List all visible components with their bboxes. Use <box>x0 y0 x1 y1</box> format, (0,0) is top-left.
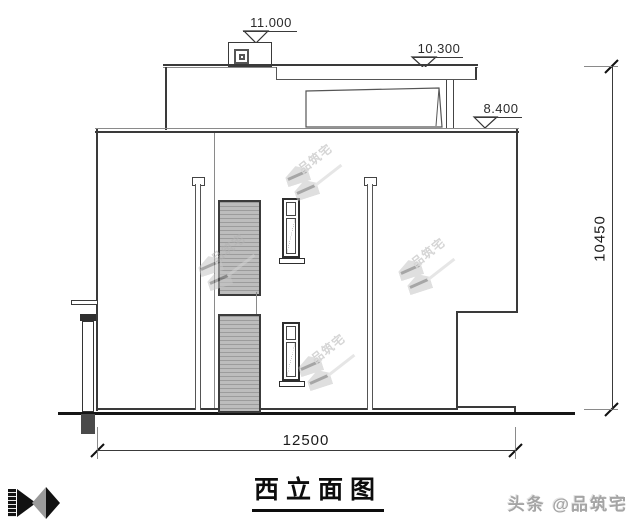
penthouse-roof-fascia <box>276 67 477 80</box>
window-lower-sill <box>279 381 305 387</box>
watermark-brand-text: 品筑宅 <box>408 235 449 271</box>
elevation-label-11000: 11.000 <box>250 15 292 30</box>
dim-label-width: 12500 <box>282 432 330 449</box>
elevation-leader-8400 <box>474 117 522 118</box>
watermark-brand-text: 品筑宅 <box>308 331 349 367</box>
elevation-triangle-8400 <box>472 116 499 129</box>
elevation-leader-10300 <box>412 57 463 58</box>
dim-ext-line-top-right <box>584 66 618 67</box>
dim-label-height: 10450 <box>591 215 609 262</box>
drawing-title: 西立面图 <box>252 470 384 512</box>
parapet-bottom-line <box>95 131 519 133</box>
dim-line-right <box>612 66 613 410</box>
footer-credit-watermark: 头条 @品筑宅 <box>507 495 628 514</box>
watermark-brand-text: 品筑宅 <box>295 141 336 177</box>
window-upper <box>282 198 300 258</box>
watermark-logo-icon <box>396 257 424 282</box>
watermark-logo-icon <box>305 367 333 392</box>
window-lower-bottom-pane <box>286 342 296 377</box>
roof-support-wall <box>446 80 454 129</box>
watermark-logo-icon <box>296 353 324 378</box>
watermark-logo-icon <box>405 271 433 296</box>
building-base-line <box>96 408 458 410</box>
penthouse-left-wall <box>165 67 167 130</box>
vent-icon <box>234 49 249 64</box>
dim-ext-line-right <box>515 427 516 459</box>
platform-top-line <box>456 406 516 408</box>
wall-plane-change-line <box>214 133 215 410</box>
watermark-subtext-bar <box>426 257 456 282</box>
brand-logo <box>8 487 60 519</box>
column-shaft <box>82 321 94 412</box>
elevation-label-10300: 10.300 <box>417 41 461 56</box>
penthouse-roof-coping-line <box>163 64 478 66</box>
watermark-logo-icon <box>283 163 311 188</box>
downpipe-left <box>195 184 201 410</box>
window-upper-top-pane <box>286 202 296 216</box>
window-lower-top-pane <box>286 326 296 340</box>
elevation-label-8400: 8.400 <box>483 101 519 116</box>
elevation-leader-11000 <box>243 31 297 32</box>
right-wall-lower <box>456 311 458 410</box>
parapet-top-line <box>95 128 519 129</box>
louver-panel-lower <box>218 314 261 413</box>
platform-right-edge <box>514 406 516 414</box>
right-wall-upper <box>516 129 518 313</box>
sloped-roof-edge-line <box>435 87 440 127</box>
side-canopy <box>71 300 98 305</box>
left-wall <box>96 129 98 411</box>
window-upper-bottom-pane <box>286 218 296 254</box>
watermark-3: 品筑宅 <box>396 235 468 296</box>
column-footing <box>81 414 95 434</box>
dim-line-bottom <box>97 450 516 451</box>
watermark-subtext-bar <box>313 163 343 188</box>
ground-line <box>58 412 575 415</box>
downpipe-right <box>367 184 373 410</box>
dim-ext-line-bottom-right <box>584 409 618 410</box>
watermark-subtext-bar <box>326 353 356 378</box>
dim-ext-line-left <box>97 427 98 459</box>
sloped-roof-panel <box>305 87 443 128</box>
logo-text-strip <box>8 489 16 517</box>
watermark-4: 品筑宅 <box>296 331 368 392</box>
spandrel-edge-line <box>256 292 257 314</box>
louver-panel-upper <box>218 200 261 296</box>
column-cap <box>80 314 96 321</box>
watermark-1: 品筑宅 <box>283 141 355 202</box>
window-lower <box>282 322 300 381</box>
window-upper-sill <box>279 258 305 264</box>
right-step-line <box>456 311 517 313</box>
